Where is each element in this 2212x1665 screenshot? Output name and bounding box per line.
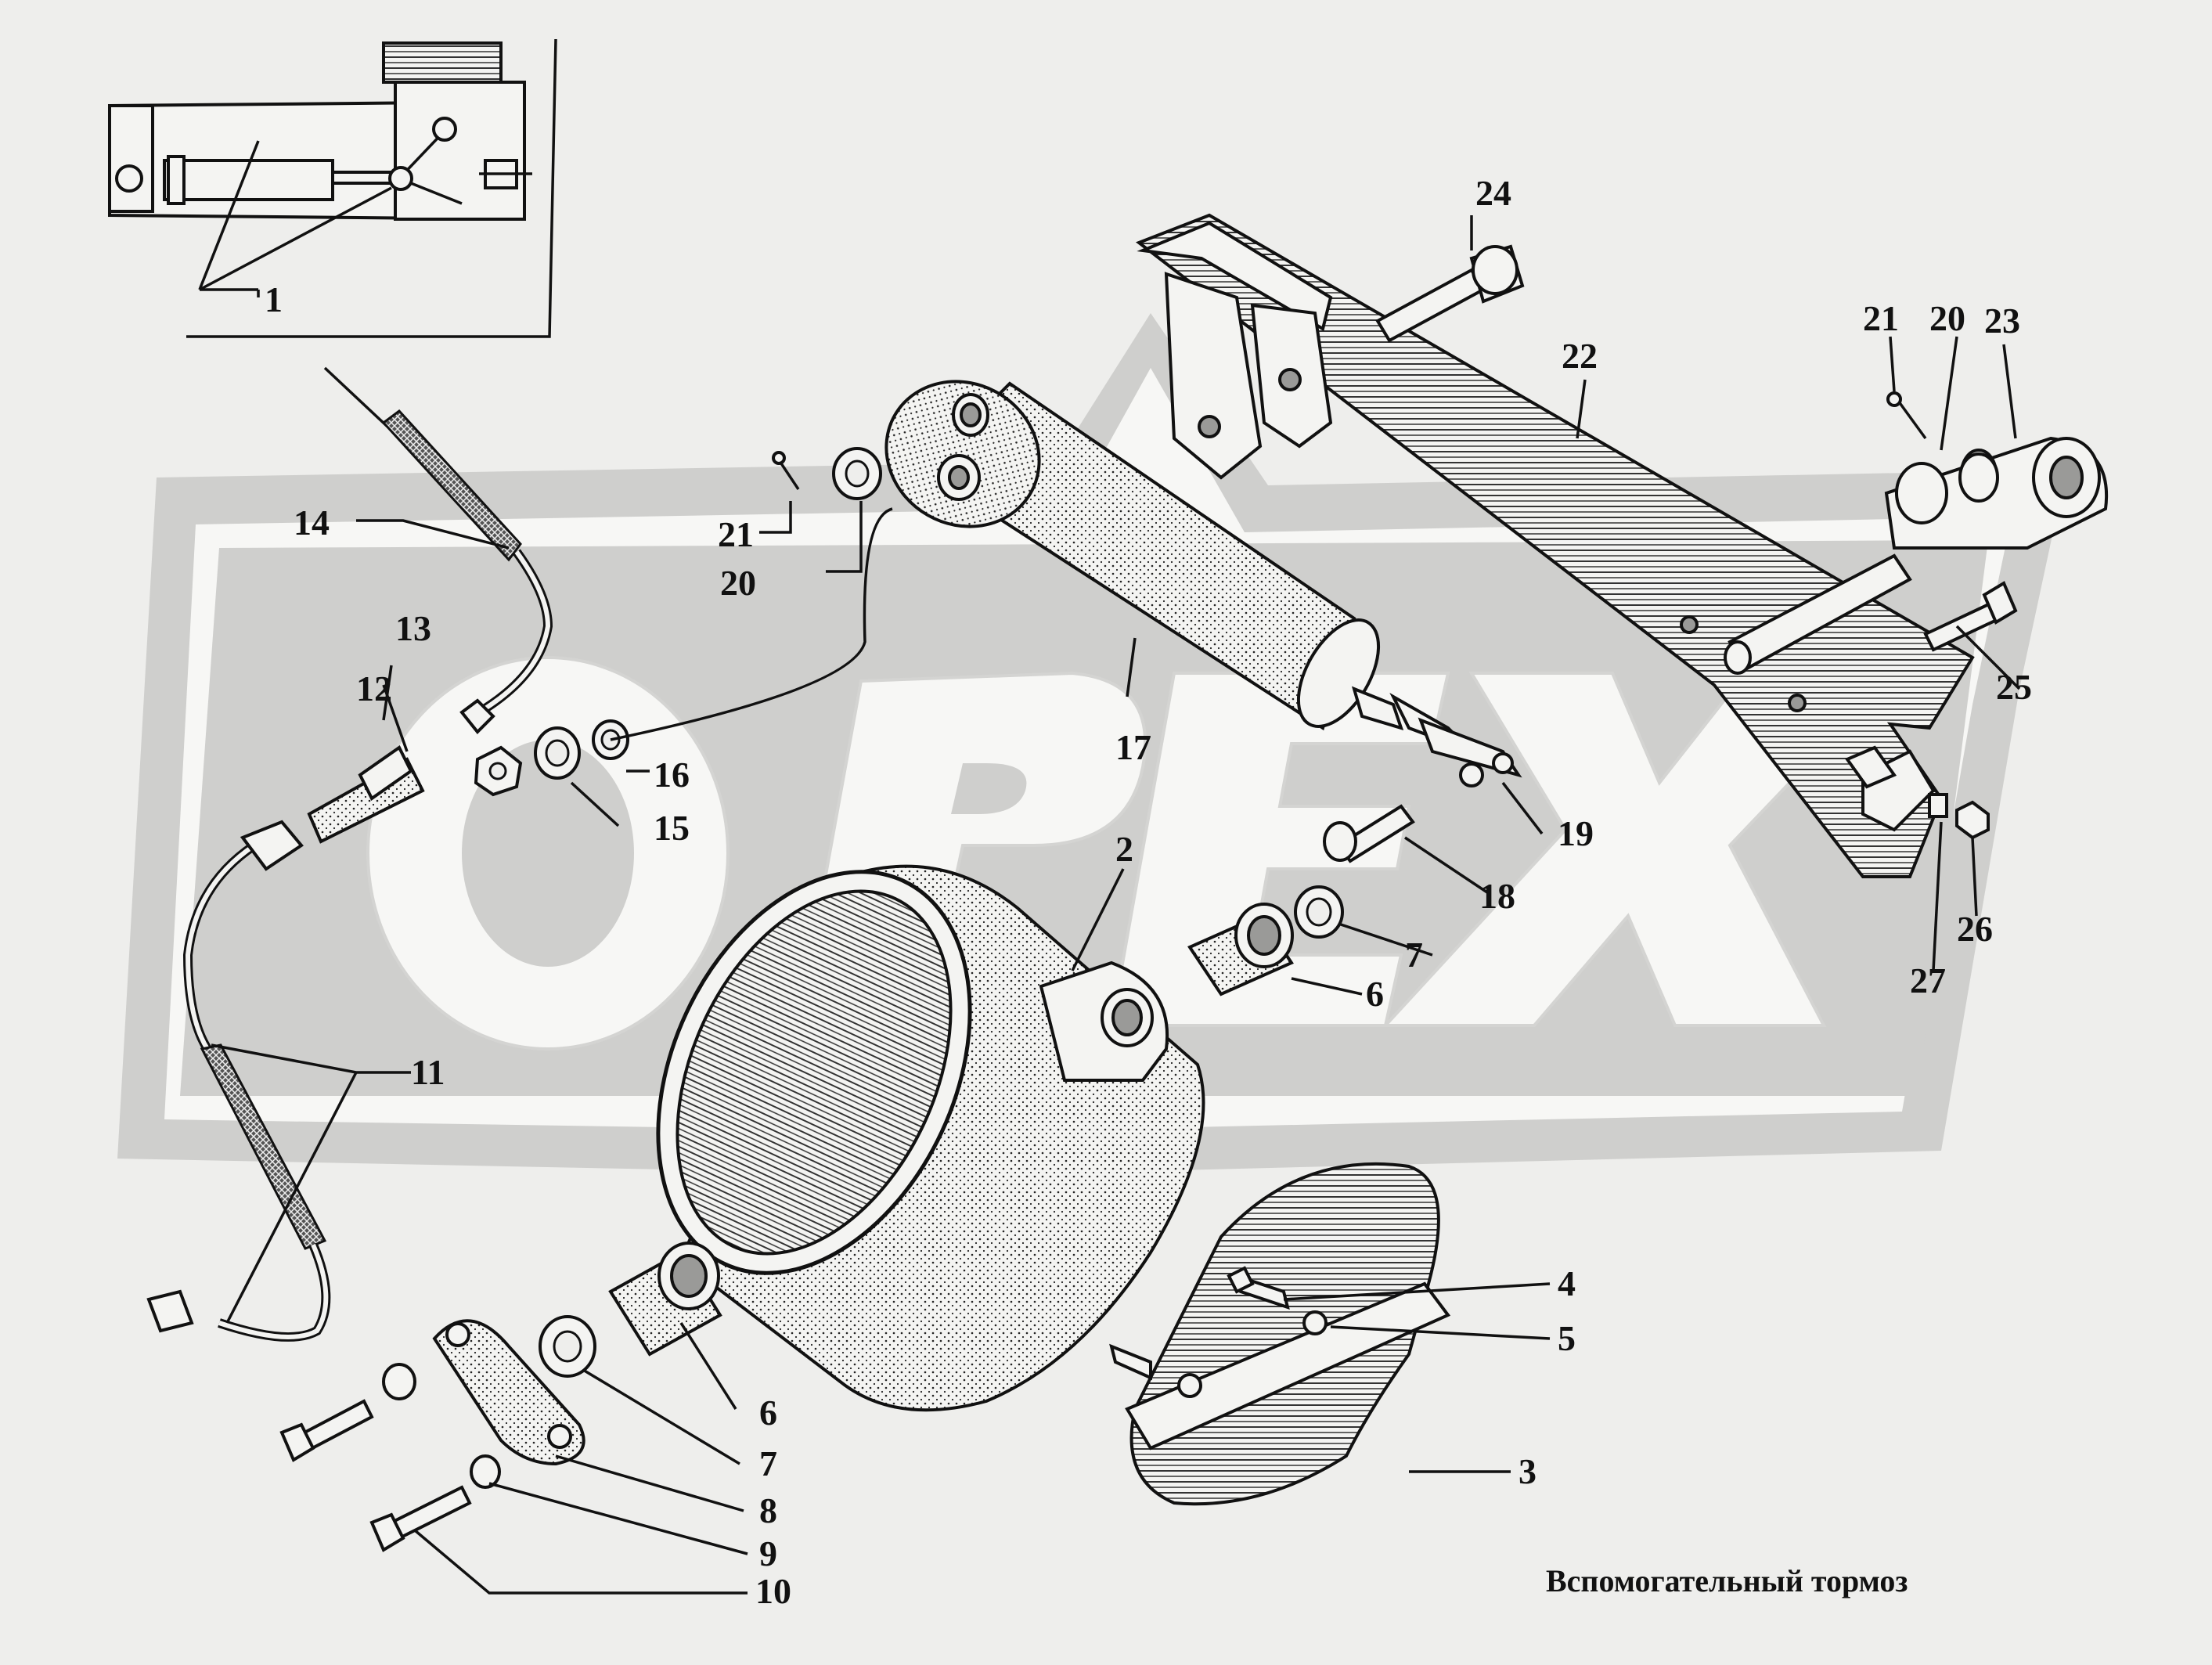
callout-3: 3 (1518, 1451, 1537, 1491)
callout-25: 25 (1996, 667, 2032, 707)
callout-19: 19 (1558, 813, 1594, 853)
callout-1: 1 (265, 279, 283, 319)
callout-20a: 20 (720, 563, 756, 603)
bolt-10 (279, 1399, 472, 1552)
callout-5: 5 (1558, 1318, 1576, 1358)
callout-20b: 20 (1929, 298, 1965, 338)
washer-20 (832, 447, 882, 500)
callout-15: 15 (654, 808, 690, 848)
diagram-caption: Вспомогательный тормоз (1546, 1563, 1908, 1598)
bushing-6-lower (608, 1242, 722, 1357)
bolt-24 (1375, 244, 1525, 343)
callout-22: 22 (1562, 336, 1598, 376)
callout-11: 11 (411, 1052, 445, 1092)
inset-schematic (108, 38, 557, 338)
callout-23: 23 (1984, 301, 2020, 341)
callout-7a: 7 (1405, 935, 1423, 975)
bolt-26-27 (1844, 745, 1990, 840)
cover-plate (1109, 1162, 1451, 1506)
callout-21a: 21 (718, 514, 754, 554)
cotter-pin-21 (772, 451, 800, 490)
callout-24: 24 (1475, 173, 1511, 213)
fitting-12 (307, 745, 425, 844)
washer-9 (382, 1363, 501, 1489)
flange-8 (432, 1319, 585, 1466)
callout-12: 12 (356, 669, 392, 708)
callout-21b: 21 (1863, 298, 1899, 338)
callout-18: 18 (1479, 876, 1515, 916)
brake-cylinder (884, 380, 1522, 787)
washer-15 (534, 726, 581, 780)
callout-8: 8 (759, 1490, 777, 1530)
callout-2: 2 (1115, 829, 1133, 869)
callout-17: 17 (1115, 727, 1151, 767)
nut-13 (474, 745, 523, 797)
bolt-25 (1923, 581, 2018, 652)
callout-6a: 6 (1366, 974, 1384, 1014)
callout-7b: 7 (759, 1443, 777, 1483)
callout-16: 16 (654, 755, 690, 795)
leader-lines (211, 215, 2021, 1595)
callout-10: 10 (755, 1571, 791, 1611)
callout-13: 13 (395, 608, 431, 648)
pin-18 (1323, 804, 1415, 863)
callout-14: 14 (294, 503, 330, 542)
callout-27: 27 (1910, 960, 1946, 1000)
washer-7-lower (539, 1315, 596, 1378)
hose-14 (323, 366, 553, 734)
callout-9: 9 (759, 1533, 777, 1573)
brake-housing (656, 864, 1205, 1412)
bushing-6-upper (1187, 885, 1344, 996)
callout-4: 4 (1558, 1263, 1576, 1303)
callout-6b: 6 (759, 1393, 777, 1433)
callout-26: 26 (1957, 909, 1993, 949)
washer-20-right (1958, 452, 1999, 503)
callout-labels: 1 2 3 4 5 6 6 7 7 8 9 10 11 12 13 14 15 … (265, 173, 2032, 1611)
